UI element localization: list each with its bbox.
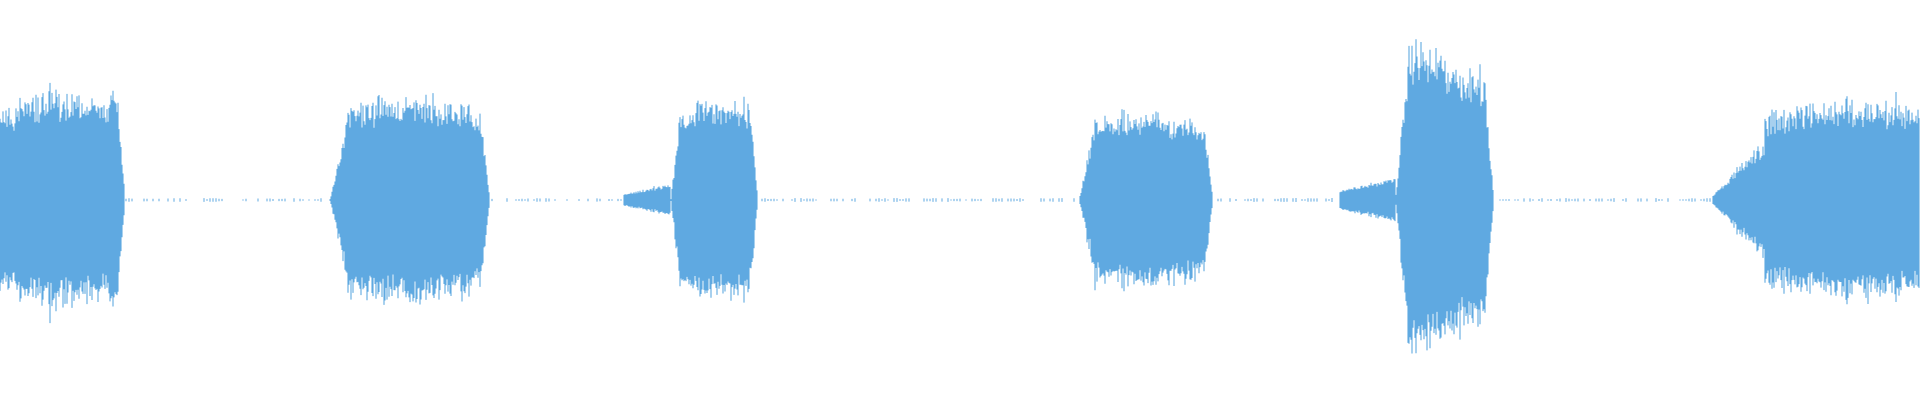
waveform-segments: [0, 39, 1920, 354]
waveform-segment-4: [1079, 109, 1213, 292]
waveform-baseline-noise: [2, 198, 1918, 202]
waveform-segment-3: [623, 96, 758, 303]
waveform-segment-5: [1339, 39, 1494, 354]
waveform-segment-6: [1712, 92, 1920, 305]
waveform-segment-2: [330, 93, 490, 305]
waveform-segment-1: [0, 82, 125, 324]
waveform-baseline: [2, 198, 1918, 202]
